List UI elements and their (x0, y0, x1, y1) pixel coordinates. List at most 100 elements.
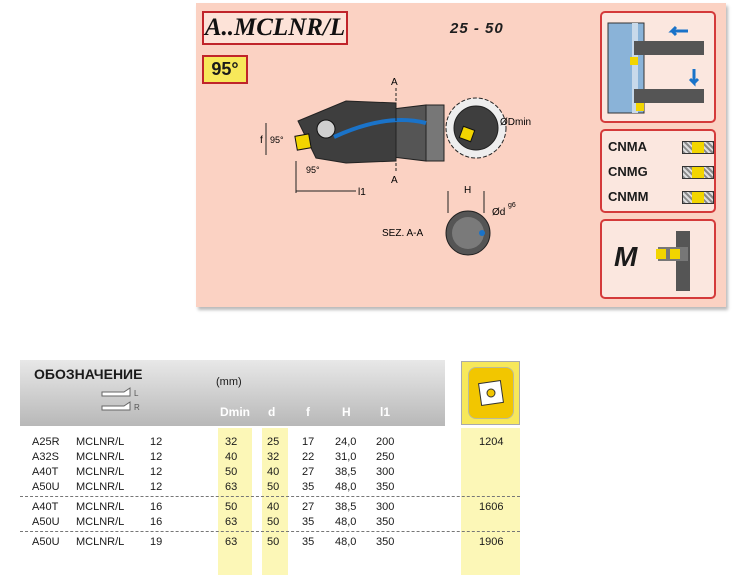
table-cell: A40T (32, 466, 59, 478)
table-cell: 50 (225, 466, 238, 478)
table-row: A32S MCLNR/L 12 40 32 22 31,0 250 (20, 451, 520, 464)
insert-column-header (461, 361, 520, 425)
table-cell: 40 (225, 451, 238, 463)
hand-r: R (134, 403, 140, 412)
table-cell: MCLNR/L (76, 466, 125, 478)
tolerance-label: g6 (508, 202, 516, 209)
grade-label: CNMM (608, 189, 649, 204)
diameter-range: 25 - 50 (450, 20, 504, 37)
grade-swatch (682, 141, 714, 154)
row-separator (20, 496, 520, 497)
table-cell: 38,5 (335, 466, 357, 478)
col-f: f (306, 405, 310, 419)
table-cell: MCLNR/L (76, 451, 125, 463)
product-info-panel: A..MCLNR/L 25 - 50 95° A A f 95° 95° l1 … (196, 3, 726, 307)
grade-cnmm: CNMM (608, 189, 714, 204)
table-cell: A50U (32, 516, 60, 528)
table-cell: 40 (267, 466, 280, 478)
table-cell: A25R (32, 436, 60, 448)
table-cell: 200 (376, 436, 395, 448)
section-mark-top: A (391, 77, 398, 88)
table-cell: 350 (376, 536, 395, 548)
table-cell: 35 (302, 536, 315, 548)
table-cell: MCLNR/L (76, 481, 125, 493)
dim-f-label: f (260, 135, 263, 146)
table-cell: 31,0 (335, 451, 357, 463)
col-d: d (268, 405, 276, 419)
grade-label: CNMA (608, 139, 647, 154)
section-mark-bottom: A (391, 175, 398, 186)
table-cell: 50 (225, 501, 238, 513)
grade-swatch (682, 166, 714, 179)
table-cell: 27 (302, 501, 315, 513)
table-cell: 48,0 (335, 536, 357, 548)
table-cell: 12 (150, 451, 163, 463)
table-cell: 1906 (479, 536, 504, 548)
tool-holder-icon (656, 231, 690, 291)
product-code-box: A..MCLNR/L (202, 11, 348, 45)
table-row: A40T MCLNR/L 12 50 40 27 38,5 300 (20, 466, 520, 479)
table-cell: 250 (376, 451, 395, 463)
table-cell: 350 (376, 516, 395, 528)
dim-l1-label: l1 (358, 187, 366, 198)
dim-dmin-label: ØDmin (500, 117, 531, 128)
insert-icon (294, 133, 312, 151)
insert-column-bg (461, 428, 520, 575)
table-cell: 35 (302, 516, 315, 528)
table-cell: 63 (225, 516, 238, 528)
table-cell: 12 (150, 466, 163, 478)
table-cell: A40T (32, 501, 59, 513)
insert-grades-card: CNMA CNMG CNMM (600, 129, 716, 213)
insert-square-icon (468, 367, 514, 419)
table-cell: 50 (267, 516, 280, 528)
hand-l: L (134, 389, 139, 398)
d-column-bg (262, 428, 288, 575)
col-l1: l1 (380, 405, 391, 419)
table-cell: 16 (150, 501, 163, 513)
table-cell: 1204 (479, 436, 504, 448)
table-cell: 25 (267, 436, 280, 448)
table-cell: 27 (302, 466, 315, 478)
table-cell: 32 (225, 436, 238, 448)
table-header: ОБОЗНАЧЕНИЕ (mm) L R Dmin d f H l1 (20, 360, 445, 426)
grade-label: CNMG (608, 164, 648, 179)
table-cell: A50U (32, 481, 60, 493)
hand-icons: L R (101, 387, 140, 412)
grade-cnmg: CNMG (608, 164, 714, 179)
table-cell: 1606 (479, 501, 504, 513)
table-cell: 22 (302, 451, 315, 463)
section-label: SEZ. A-A (382, 228, 423, 239)
table-cell: MCLNR/L (76, 536, 125, 548)
table-cell: 12 (150, 436, 163, 448)
table-cell: 63 (225, 481, 238, 493)
machining-card: M (600, 219, 716, 299)
table-cell: 48,0 (335, 481, 357, 493)
table-cell: 300 (376, 501, 395, 513)
table-cell: 32 (267, 451, 280, 463)
table-cell: 19 (150, 536, 163, 548)
product-code: A..MCLNR/L (204, 14, 346, 41)
dmin-column-bg (218, 428, 252, 575)
table-cell: 48,0 (335, 516, 357, 528)
table-cell: MCLNR/L (76, 516, 125, 528)
table-cell: 300 (376, 466, 395, 478)
table-cell: MCLNR/L (76, 501, 125, 513)
coolant-channel (333, 118, 427, 139)
machining-letter: M (614, 241, 638, 272)
table-cell: A50U (32, 536, 60, 548)
grade-cnma: CNMA (608, 139, 714, 154)
table-cell: 350 (376, 481, 395, 493)
table-cell: A32S (32, 451, 59, 463)
table-cell: 50 (267, 481, 280, 493)
col-dmin: Dmin (220, 405, 250, 419)
table-cell: 12 (150, 481, 163, 493)
tool-operation-icon (607, 22, 704, 114)
table-cell: 38,5 (335, 501, 357, 513)
approach-angle-badge: 95° (202, 55, 248, 84)
table-cell: 24,0 (335, 436, 357, 448)
table-cell: 17 (302, 436, 315, 448)
